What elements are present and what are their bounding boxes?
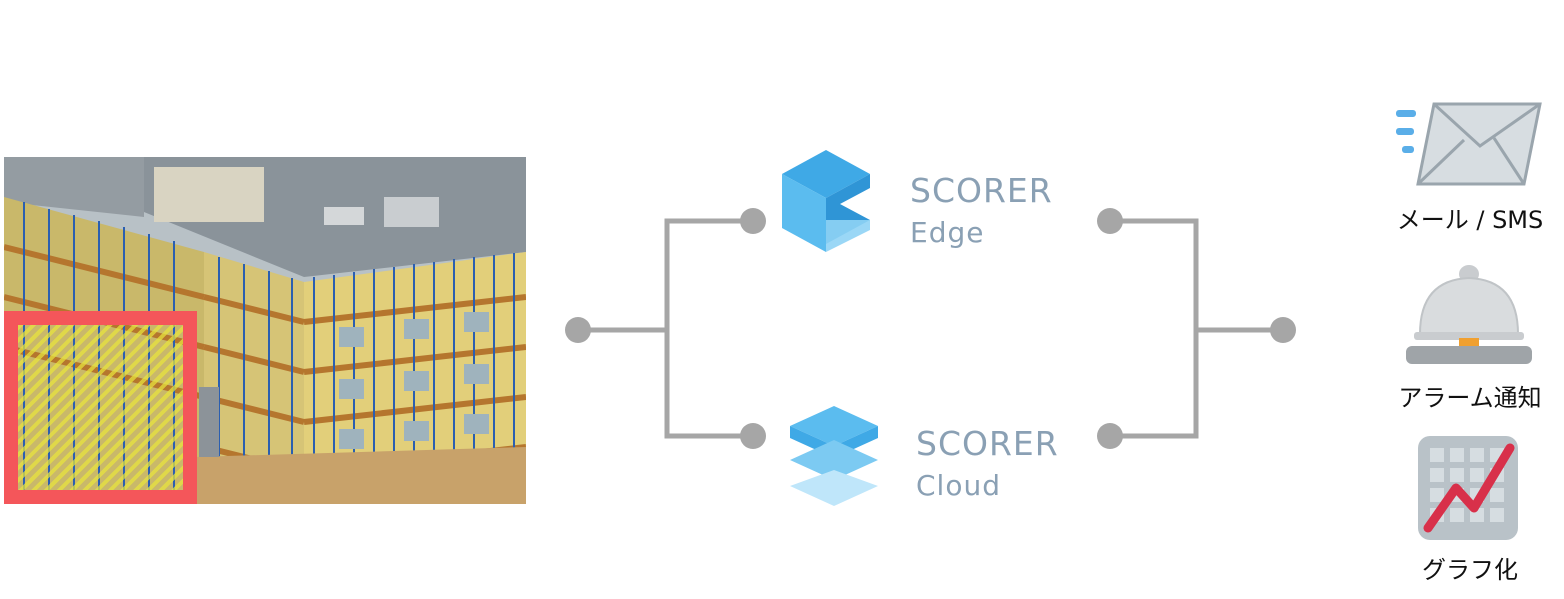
edge-variant-name: Edge — [910, 219, 1053, 247]
mail-sms-label: メール / SMS — [1385, 200, 1555, 235]
cloud-input-node — [740, 423, 766, 449]
scorer-edge-label: SCORER Edge — [910, 174, 1053, 247]
graph-chart-icon — [1416, 434, 1522, 544]
scorer-cloud-logo-icon — [788, 404, 880, 508]
mail-icon — [1394, 100, 1544, 188]
output-node — [1270, 317, 1296, 343]
cloud-variant-name: Cloud — [916, 472, 1059, 500]
input-node — [565, 317, 591, 343]
cloud-brand-name: SCORER — [916, 427, 1059, 460]
scorer-edge-logo-icon — [780, 148, 876, 256]
cloud-output-node — [1097, 423, 1123, 449]
alarm-bell-icon — [1404, 264, 1534, 368]
edge-output-node — [1097, 208, 1123, 234]
connector-lines — [578, 221, 1283, 436]
graph-label: グラフ化 — [1385, 550, 1555, 585]
scorer-cloud-label: SCORER Cloud — [916, 427, 1059, 500]
edge-brand-name: SCORER — [910, 174, 1053, 207]
edge-input-node — [740, 208, 766, 234]
alarm-notification-label: アラーム通知 — [1385, 378, 1555, 413]
